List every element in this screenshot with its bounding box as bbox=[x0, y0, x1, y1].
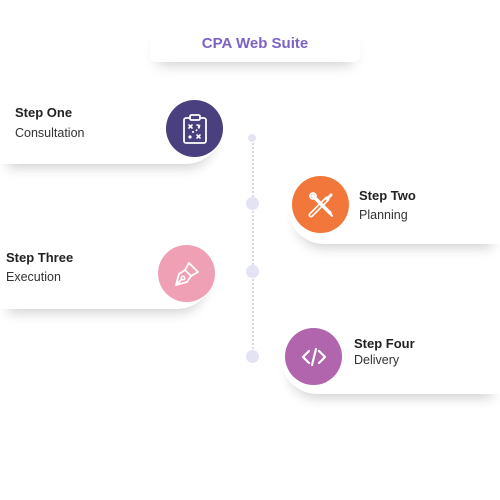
step-four-subtitle: Delivery bbox=[354, 353, 400, 367]
step-three-title: Step Three bbox=[6, 250, 74, 265]
pen-nib-icon bbox=[174, 261, 199, 286]
step-three-subtitle: Execution bbox=[6, 270, 61, 284]
step-two-subtitle: Planning bbox=[359, 208, 408, 222]
step-two-icon-circle bbox=[292, 176, 349, 233]
strategy-board-icon bbox=[182, 113, 207, 144]
step-four-title: Step Four bbox=[354, 336, 415, 351]
pencil-brush-cross-icon bbox=[308, 191, 333, 217]
step-one-subtitle: Consultation bbox=[15, 126, 85, 140]
step-three-icon-circle bbox=[158, 245, 215, 302]
code-brackets-icon bbox=[301, 347, 326, 366]
step-two-title: Step Two bbox=[359, 188, 416, 203]
timeline-dot-2 bbox=[246, 197, 259, 210]
timeline-dot-3 bbox=[246, 265, 259, 278]
timeline-dot-1 bbox=[248, 134, 256, 142]
step-one-icon-circle bbox=[166, 100, 223, 157]
page-title: CPA Web Suite bbox=[201, 34, 309, 52]
step-four-icon-circle bbox=[285, 328, 342, 385]
step-one-title: Step One bbox=[15, 105, 73, 120]
timeline-dot-4 bbox=[246, 350, 259, 363]
title-pill: CPA Web Suite bbox=[150, 24, 360, 62]
timeline-line bbox=[252, 138, 254, 353]
